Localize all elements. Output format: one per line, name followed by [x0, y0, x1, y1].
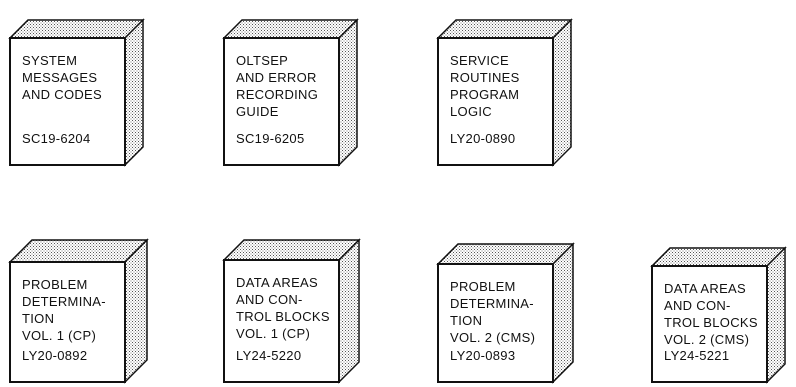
book-title-line: AND CON- [664, 298, 731, 313]
book-top-face [222, 239, 361, 261]
book-top-face [436, 19, 573, 39]
book-title-line: OLTSEP [236, 53, 289, 68]
book-order-number: LY20-0890 [450, 131, 516, 146]
book-title-line: PROBLEM [22, 277, 88, 292]
book-title-line: PROBLEM [450, 279, 516, 294]
book-order-number: LY24-5221 [664, 348, 730, 363]
manual-book-1 [8, 18, 145, 167]
book-title-line: SERVICE [450, 53, 509, 68]
book-top-face [650, 247, 787, 267]
book-title-line: DETERMINA- [22, 294, 106, 309]
book-title: DATA AREAS AND CON- TROL BLOCKS VOL. 2 (CMS… [664, 280, 758, 348]
book-side-face [124, 18, 144, 167]
book-title-line: MESSAGES [22, 70, 98, 85]
book-title: SERVICE ROUTINES PROGRAM LOGIC [450, 52, 520, 120]
book-front-face [437, 37, 554, 166]
book-title-line: AND CODES [22, 87, 102, 102]
book-title-line: AND ERROR [236, 70, 317, 85]
book-title: PROBLEM DETERMINA- TION VOL. 2 (CMS) [450, 278, 535, 346]
book-title: OLTSEP AND ERROR RECORDING GUIDE [236, 52, 318, 120]
book-title-line: LOGIC [450, 104, 492, 119]
manual-book-2 [222, 18, 359, 167]
manual-book-5 [222, 238, 361, 384]
book-title-line: DETERMINA- [450, 296, 534, 311]
book-top-face [436, 243, 575, 265]
book-title: PROBLEM DETERMINA- TION VOL. 1 (CP) [22, 276, 106, 344]
book-title-line: VOL. 2 (CMS) [664, 332, 750, 347]
book-side-face [766, 246, 786, 384]
book-title-line: VOL. 1 (CP) [22, 328, 97, 343]
book-top-face [8, 239, 149, 263]
book-side-face [124, 238, 148, 384]
book-front-face [9, 261, 126, 383]
book-front-face [9, 37, 126, 166]
manual-book-7 [650, 246, 787, 384]
book-title-line: AND CON- [236, 292, 303, 307]
book-top-face [8, 19, 145, 39]
book-side-face [552, 242, 574, 384]
manual-book-6 [436, 242, 575, 384]
book-order-number: SC19-6205 [236, 131, 305, 146]
book-title: DATA AREAS AND CON- TROL BLOCKS VOL. 1 (CP) [236, 274, 330, 342]
book-title-line: DATA AREAS [236, 275, 318, 290]
book-title-line: TION [22, 311, 55, 326]
book-title-line: RECORDING [236, 87, 319, 102]
book-front-face [651, 265, 768, 383]
book-front-face [223, 37, 340, 166]
book-side-face [552, 18, 572, 167]
book-side-face [338, 238, 360, 384]
book-title-line: SYSTEM [22, 53, 78, 68]
book-title-line: VOL. 1 (CP) [236, 326, 311, 341]
book-order-number: SC19-6204 [22, 131, 91, 146]
book-title: SYSTEM MESSAGES AND CODES [22, 52, 102, 103]
book-order-number: LY20-0893 [450, 348, 516, 363]
book-side-face [338, 18, 358, 167]
book-title-line: TROL BLOCKS [664, 315, 758, 330]
book-order-number: LY24-5220 [236, 348, 302, 363]
manual-book-3 [436, 18, 573, 167]
book-title-line: PROGRAM [450, 87, 520, 102]
book-title-line: GUIDE [236, 104, 279, 119]
book-top-face [222, 19, 359, 39]
manual-book-4 [8, 238, 149, 384]
book-front-face [437, 263, 554, 383]
book-title-line: VOL. 2 (CMS) [450, 330, 536, 345]
book-title-line: ROUTINES [450, 70, 520, 85]
book-title-line: TION [450, 313, 483, 328]
book-front-face [223, 259, 340, 383]
book-order-number: LY20-0892 [22, 348, 88, 363]
book-title-line: DATA AREAS [664, 281, 746, 296]
book-title-line: TROL BLOCKS [236, 309, 330, 324]
